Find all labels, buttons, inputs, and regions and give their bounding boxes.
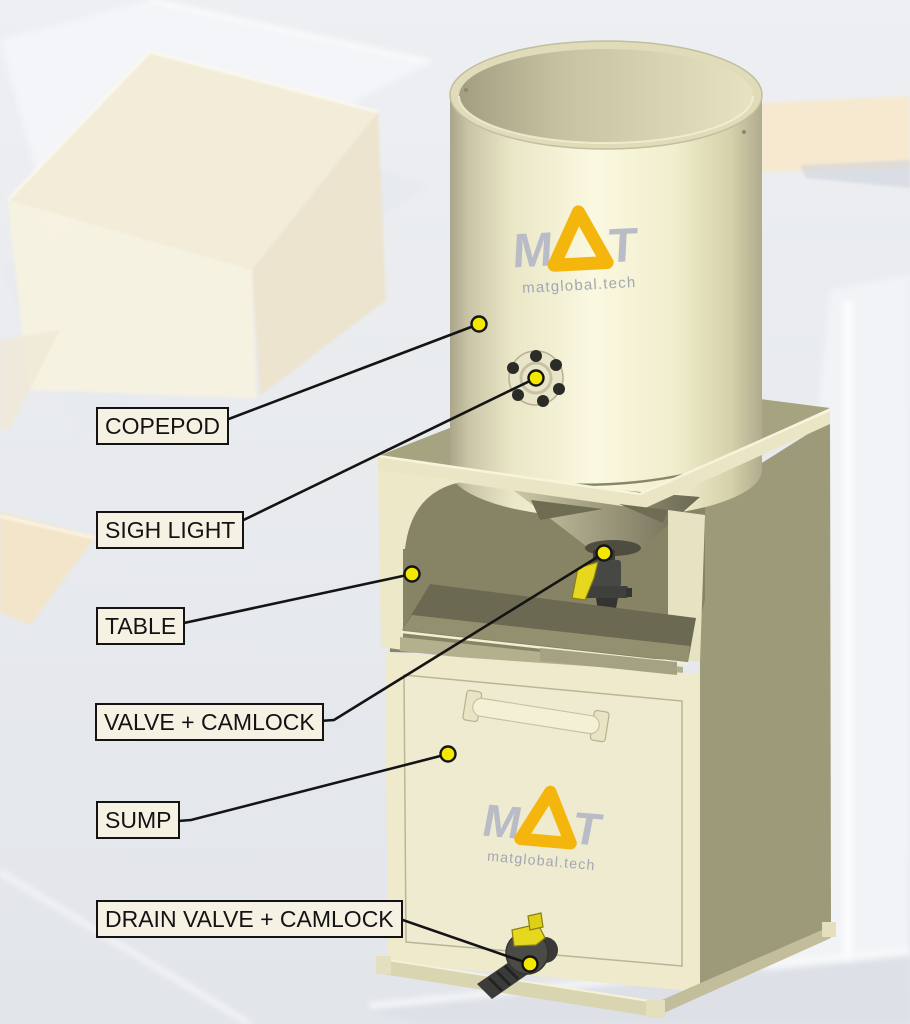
background-cream-cube xyxy=(0,50,386,430)
cabinet-right-side xyxy=(700,420,831,992)
logo-website: matglobal.tech xyxy=(522,274,637,297)
marker-table xyxy=(403,565,421,583)
callout-label-sump: SUMP xyxy=(96,801,181,839)
callout-label-valve-camlock: VALVE + CAMLOCK xyxy=(95,703,324,741)
leader-sigh-light xyxy=(224,376,537,531)
door-handle xyxy=(462,689,610,743)
mat-logo-tank: M T matglobal.tech xyxy=(511,205,639,297)
marker-drain-valve xyxy=(521,955,539,973)
logo-triangle-a xyxy=(547,205,614,272)
marker-sigh-light xyxy=(527,369,545,387)
leader-table xyxy=(169,572,413,628)
background-tan-shelf xyxy=(762,96,910,188)
callout-markers xyxy=(403,315,613,973)
cabinet-base xyxy=(376,922,836,1018)
logo-triangle-a xyxy=(514,785,577,850)
callout-label-drain-valve-camlock: DRAIN VALVE + CAMLOCK xyxy=(96,900,403,938)
marker-copepod xyxy=(470,315,488,333)
drain-valve-camlock-assembly xyxy=(477,912,558,999)
marker-valve-camlock xyxy=(595,544,613,562)
copepod-tank xyxy=(449,40,763,518)
callout-label-sigh-light: SIGH LIGHT xyxy=(96,511,245,549)
marker-sump xyxy=(439,745,457,763)
callout-label-table: TABLE xyxy=(96,607,186,645)
background-tan-wedge xyxy=(0,512,96,625)
logo-m: M xyxy=(511,222,554,278)
sump-front xyxy=(385,648,700,992)
callout-label-copepod: COPEPOD xyxy=(96,407,230,445)
leader-copepod xyxy=(204,322,480,430)
